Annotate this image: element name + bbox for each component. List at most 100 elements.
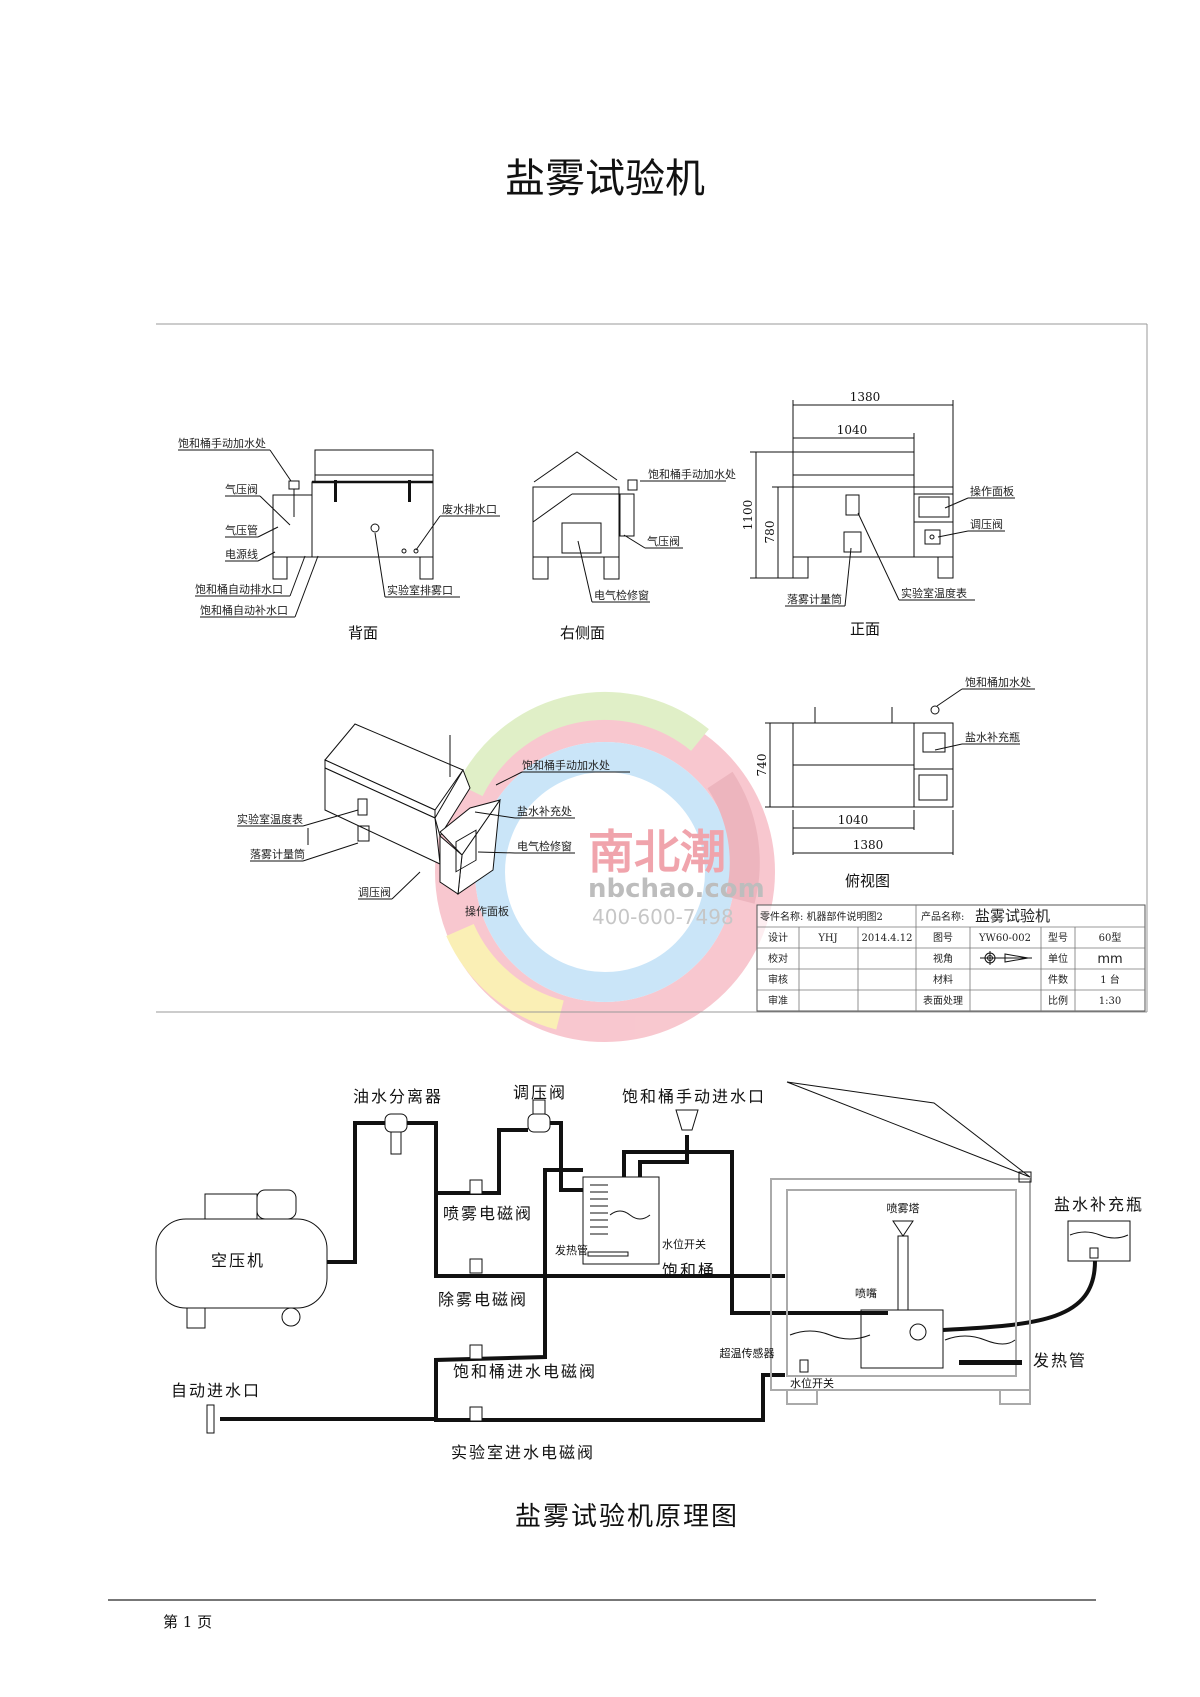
watermark-brand: 南北潮 [588, 825, 726, 879]
front-thermometer [845, 494, 860, 516]
label-brine-bottle: 盐水补充瓶 [1054, 1195, 1144, 1214]
label-heater: 发热管 [1033, 1351, 1087, 1370]
persp-label-service-window: 电气检修窗 [517, 839, 572, 853]
tb-cell: 2014.4.12 [862, 933, 913, 944]
tb-cell: 1 台 [1100, 973, 1120, 986]
title-block: 零件名称: 机器部件说明图2 产品名称: 盐雾试验机 设计 YHJ 2014.4… [756, 904, 1146, 1012]
back-label-manual-fill: 饱和桶手动加水处 [178, 436, 266, 450]
back-cover [314, 449, 434, 483]
back-view-caption: 背面 [348, 624, 378, 642]
side-service-window [561, 522, 602, 554]
label-demist-valve: 除雾电磁阀 [438, 1290, 528, 1309]
tb-cell: YW60-002 [978, 933, 1031, 944]
top-view: 740 1040 1380 饱和桶加水处 盐水补充瓶 俯视图 [755, 675, 1035, 890]
tb-cell: 1:30 [1099, 996, 1121, 1007]
right-side-view: 饱和桶手动加水处 气压阀 电气检修窗 右侧面 [532, 451, 736, 642]
front-label-thermometer: 实验室温度表 [901, 586, 967, 600]
top-label-brine-bottle: 盐水补充瓶 [965, 730, 1020, 744]
persp-label-thermometer: 实验室温度表 [237, 812, 303, 826]
title-block-row: 设计 YHJ 2014.4.12 图号 YW60-002 型号 60型 [768, 931, 1121, 944]
side-label-air-valve: 气压阀 [647, 534, 680, 548]
tb-cell: 比例 [1048, 994, 1068, 1007]
top-dim-total-width: 1380 [853, 838, 884, 852]
front-label-control-panel: 操作面板 [970, 484, 1014, 498]
front-label-pressure-valve: 调压阀 [970, 517, 1003, 531]
watermark-arc-yellow [446, 923, 565, 1030]
side-body [532, 486, 620, 558]
label-spray-valve: 喷雾电磁阀 [443, 1204, 533, 1223]
front-label-fog-collector: 落雾计量筒 [787, 592, 842, 606]
solenoid-valve-icon [469, 1179, 483, 1422]
label-auto-inlet: 自动进水口 [171, 1381, 261, 1400]
back-body [311, 481, 434, 558]
tb-cell: 审准 [768, 994, 788, 1007]
persp-label-manual-fill: 饱和桶手动加水处 [522, 758, 610, 772]
schematic-diagram: 空压机 油水分离器 调压阀 饱和桶手动进水口 喷雾电磁阀 除雾电磁阀 饱和桶进水… [155, 1081, 1144, 1462]
page-number: 第 1 页 [163, 1613, 212, 1631]
title-block-row: 审准 表面处理 比例 1:30 [768, 994, 1121, 1007]
back-label-auto-refill: 饱和桶自动补水口 [200, 603, 288, 617]
tb-cell: 图号 [933, 932, 953, 944]
title-block-product-label: 产品名称: [921, 910, 964, 923]
front-cover [792, 451, 915, 488]
tb-cell: 视角 [933, 952, 953, 965]
persp-label-brine-fill: 盐水补充处 [517, 804, 572, 818]
tb-cell: 校对 [768, 952, 788, 965]
label-manual-inlet: 饱和桶手动进水口 [622, 1087, 766, 1106]
label-separator: 油水分离器 [353, 1087, 443, 1106]
drawing-frame [156, 323, 1148, 1013]
perspective-leaders [237, 771, 630, 900]
front-dim-total-width: 1380 [850, 390, 881, 404]
label-sat-tank: 饱和桶 [662, 1261, 716, 1280]
tb-cell: 单位 [1048, 952, 1068, 965]
label-nozzle: 喷嘴 [855, 1287, 877, 1300]
tb-cell: 材料 [933, 973, 953, 986]
top-dim-chamber-width: 1040 [838, 813, 869, 827]
label-sat-inlet-valve: 饱和桶进水电磁阀 [453, 1362, 597, 1381]
watermark: 南北潮 nbchao.com 400-600-7498 [435, 691, 775, 1042]
label-regulator: 调压阀 [513, 1083, 567, 1102]
test-chamber-icon [770, 1081, 1032, 1405]
front-control-panel [918, 496, 950, 518]
oil-water-separator-icon [384, 1113, 408, 1155]
brine-bottle-icon [1067, 1220, 1131, 1262]
front-fog-collector [843, 531, 862, 553]
title-block-part-name: 零件名称: 机器部件说明图2 [760, 910, 883, 923]
persp-label-pressure-valve: 调压阀 [358, 885, 391, 899]
pipes [220, 1121, 1097, 1422]
label-level-switch-small: 水位开关 [662, 1237, 706, 1251]
side-label-manual-fill: 饱和桶手动加水处 [648, 467, 736, 481]
front-view-caption: 正面 [850, 620, 880, 638]
top-label-fill: 饱和桶加水处 [965, 675, 1031, 689]
back-annex [272, 494, 313, 558]
tb-cell: 表面处理 [923, 994, 963, 1007]
page-title: 盐雾试验机 [505, 156, 705, 202]
saturation-tank-icon [582, 1176, 660, 1265]
top-view-caption: 俯视图 [845, 872, 890, 890]
front-dim-chamber-width: 1040 [837, 423, 868, 437]
title-block-row: 校对 视角 单位 mm [768, 951, 1123, 967]
perspective-view: 饱和桶手动加水处 盐水补充处 电气检修窗 实验室温度表 落雾计量筒 调压阀 操作… [237, 723, 630, 918]
back-leaders [178, 449, 500, 618]
watermark-arc-red [707, 771, 760, 904]
pressure-regulator-icon [527, 1099, 551, 1133]
side-view-caption: 右侧面 [560, 624, 605, 642]
side-label-service-window: 电气检修窗 [594, 588, 649, 602]
top-dim-depth: 740 [755, 754, 769, 777]
back-label-power-cord: 电源线 [225, 547, 258, 561]
watermark-phone: 400-600-7498 [592, 905, 734, 929]
front-dim-total-height: 1100 [741, 500, 755, 531]
top-dimension-lines [765, 688, 1035, 855]
front-dimension-lines [750, 400, 1015, 607]
label-compressor: 空压机 [211, 1251, 265, 1270]
back-label-air-pipe: 气压管 [225, 523, 258, 537]
label-overtemp-sensor: 超温传感器 [720, 1346, 775, 1360]
back-label-waste-drain: 废水排水口 [442, 502, 497, 516]
auto-inlet-connector-icon [206, 1404, 215, 1434]
back-label-fog-exhaust: 实验室排雾口 [387, 583, 453, 597]
tb-cell: 型号 [1048, 931, 1068, 944]
funnel-icon [675, 1109, 699, 1131]
tb-cell: 件数 [1048, 973, 1068, 986]
back-label-air-valve: 气压阀 [225, 482, 258, 496]
projection-symbol-icon [980, 951, 1032, 965]
